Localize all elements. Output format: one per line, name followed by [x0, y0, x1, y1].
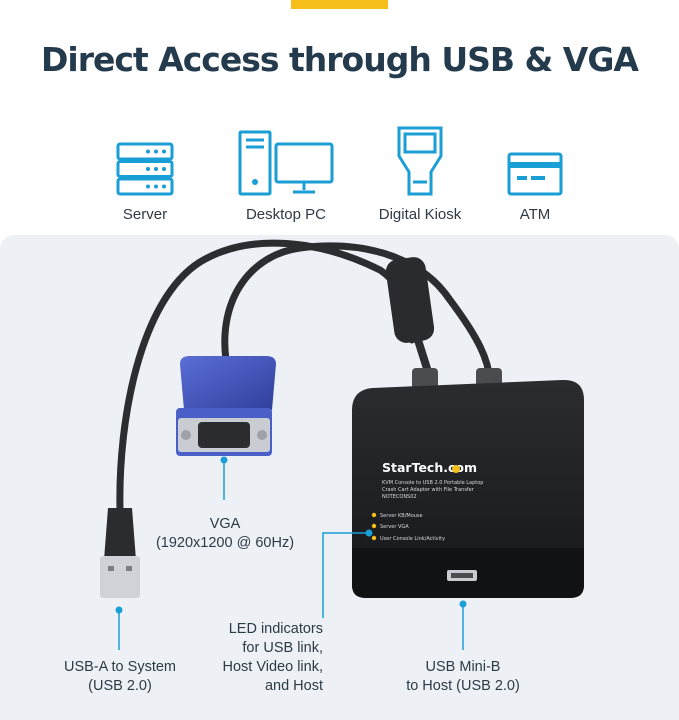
vga-connector: [176, 356, 276, 456]
callout-led-indicators: LED indicators for USB link, Host Video …: [222, 621, 323, 694]
svg-text:Crash Cart Adapter with File T: Crash Cart Adapter with File Transfer: [382, 487, 475, 493]
use-case-digital-kiosk: Digital Kiosk: [355, 124, 485, 223]
svg-text:NOTECONS02: NOTECONS02: [382, 494, 417, 500]
atm-icon: [507, 152, 563, 196]
use-case-label: Desktop PC: [245, 206, 327, 223]
server-icon: [116, 142, 174, 196]
use-case-label: ATM: [519, 206, 551, 223]
callout-vga: VGA (1920x1200 @ 60Hz): [155, 516, 295, 551]
callout-usb-a: USB-A to System (USB 2.0): [63, 659, 176, 694]
desktop-pc-icon: [238, 130, 334, 196]
kiosk-icon: [397, 126, 443, 196]
svg-text:User Console Link/Activity: User Console Link/Activity: [380, 536, 445, 542]
use-case-label: Server: [122, 206, 168, 223]
page-title: Direct Access through USB & VGA: [41, 40, 639, 79]
svg-text:Server KB/Mouse: Server KB/Mouse: [380, 513, 423, 519]
use-case-desktop-pc: Desktop PC: [221, 124, 351, 223]
svg-text:KVM Console to USB 2.0 Portabl: KVM Console to USB 2.0 Portable Laptop: [382, 480, 483, 486]
use-case-atm: ATM: [470, 124, 600, 223]
top-accent-bar: [291, 0, 388, 9]
usb-a-connector: [100, 508, 140, 598]
device-brand-text: StarTech.com: [382, 460, 477, 475]
use-case-server: Server: [80, 124, 210, 223]
use-case-label: Digital Kiosk: [378, 206, 462, 223]
kvm-adapter-body: StarTech.com KVM Console to USB 2.0 Port…: [352, 379, 584, 598]
svg-text:Server VGA: Server VGA: [380, 524, 409, 530]
callout-usb-mini-b: USB Mini-B to Host (USB 2.0): [406, 659, 520, 694]
